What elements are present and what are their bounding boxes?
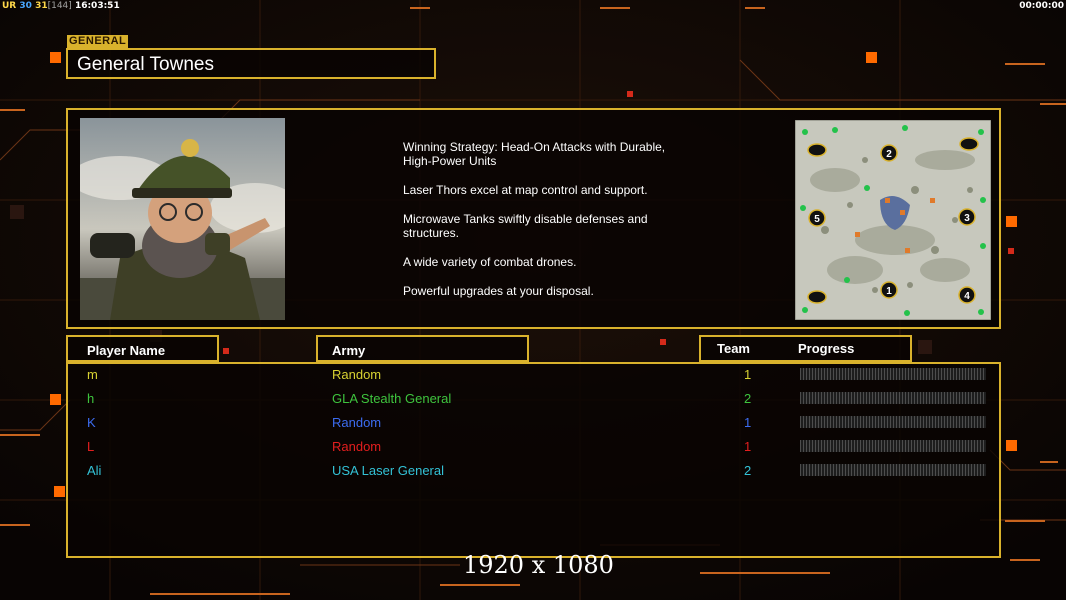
player-name: K xyxy=(87,415,96,430)
player-team: 1 xyxy=(744,439,752,454)
loading-progress-bar xyxy=(800,368,986,380)
general-description: Winning Strategy: Head-On Attacks with D… xyxy=(403,140,733,313)
loading-progress-bar xyxy=(800,440,986,452)
hud-fps-value: 30 xyxy=(19,1,32,11)
player-team: 1 xyxy=(744,367,752,382)
start-position-5: 5 xyxy=(814,214,820,225)
team-header-label: Team xyxy=(717,341,750,356)
start-position-4: 4 xyxy=(964,291,970,302)
map-preview[interactable]: 1 2 3 4 5 xyxy=(794,119,992,321)
description-line: Microwave Tanks swiftly disable defenses… xyxy=(403,212,648,240)
army-header-label: Army xyxy=(332,343,366,358)
team-progress-header: Team Progress xyxy=(699,335,912,362)
description-line: Winning Strategy: Head-On Attacks with D… xyxy=(403,140,666,168)
player-name: h xyxy=(87,391,95,406)
loading-progress-bar xyxy=(800,392,986,404)
loading-progress-bar xyxy=(800,464,986,476)
player-army: USA Laser General xyxy=(332,463,445,478)
start-position-1: 1 xyxy=(886,286,892,297)
player-name-header: Player Name xyxy=(66,335,219,362)
player-row: m Random 1 xyxy=(68,364,999,384)
general-info-panel: Winning Strategy: Head-On Attacks with D… xyxy=(66,108,1001,329)
general-portrait xyxy=(80,118,285,320)
start-position-3: 3 xyxy=(964,213,970,224)
player-name: m xyxy=(87,367,98,382)
player-row: L Random 1 xyxy=(68,436,999,456)
loading-progress-bar xyxy=(800,416,986,428)
fps-counter: UR 30 31[144] 16:03:51 xyxy=(2,1,120,11)
player-army: Random xyxy=(332,367,382,382)
resolution-watermark: 1920 x 1080 xyxy=(463,551,614,579)
general-title-box: General Townes xyxy=(66,48,436,79)
description-line: Powerful upgrades at your disposal. xyxy=(403,284,594,298)
player-army: GLA Stealth General xyxy=(332,391,452,406)
start-position-markers: 1 2 3 4 5 xyxy=(808,144,976,304)
player-row: K Random 1 xyxy=(68,412,999,432)
player-list: m Random 1 h GLA Stealth General 2 K Ran… xyxy=(66,362,1001,558)
hud-clock: 16:03:51 xyxy=(74,1,120,11)
general-name: General Townes xyxy=(77,54,214,75)
hud-frame-count: [144] xyxy=(47,1,72,11)
player-army: Random xyxy=(332,439,382,454)
player-row: Ali USA Laser General 2 xyxy=(68,460,999,480)
player-team: 2 xyxy=(744,391,752,406)
progress-header-label: Progress xyxy=(798,341,855,356)
player-army: Random xyxy=(332,415,382,430)
player-name: Ali xyxy=(87,463,102,478)
hud-ur-label: UR xyxy=(2,1,17,11)
player-team: 1 xyxy=(744,415,752,430)
player-team: 2 xyxy=(744,463,752,478)
player-name: L xyxy=(87,439,95,454)
game-timer: 00:00:00 xyxy=(1019,1,1064,11)
army-header: Army xyxy=(316,335,529,362)
player-row: h GLA Stealth General 2 xyxy=(68,388,999,408)
description-line: A wide variety of combat drones. xyxy=(403,255,577,269)
player-name-header-label: Player Name xyxy=(87,343,166,358)
description-line: Laser Thors excel at map control and sup… xyxy=(403,183,648,197)
general-tag: GENERAL xyxy=(67,35,129,48)
start-position-2: 2 xyxy=(886,149,892,160)
hud-fps-value-2: 31 xyxy=(35,1,48,11)
